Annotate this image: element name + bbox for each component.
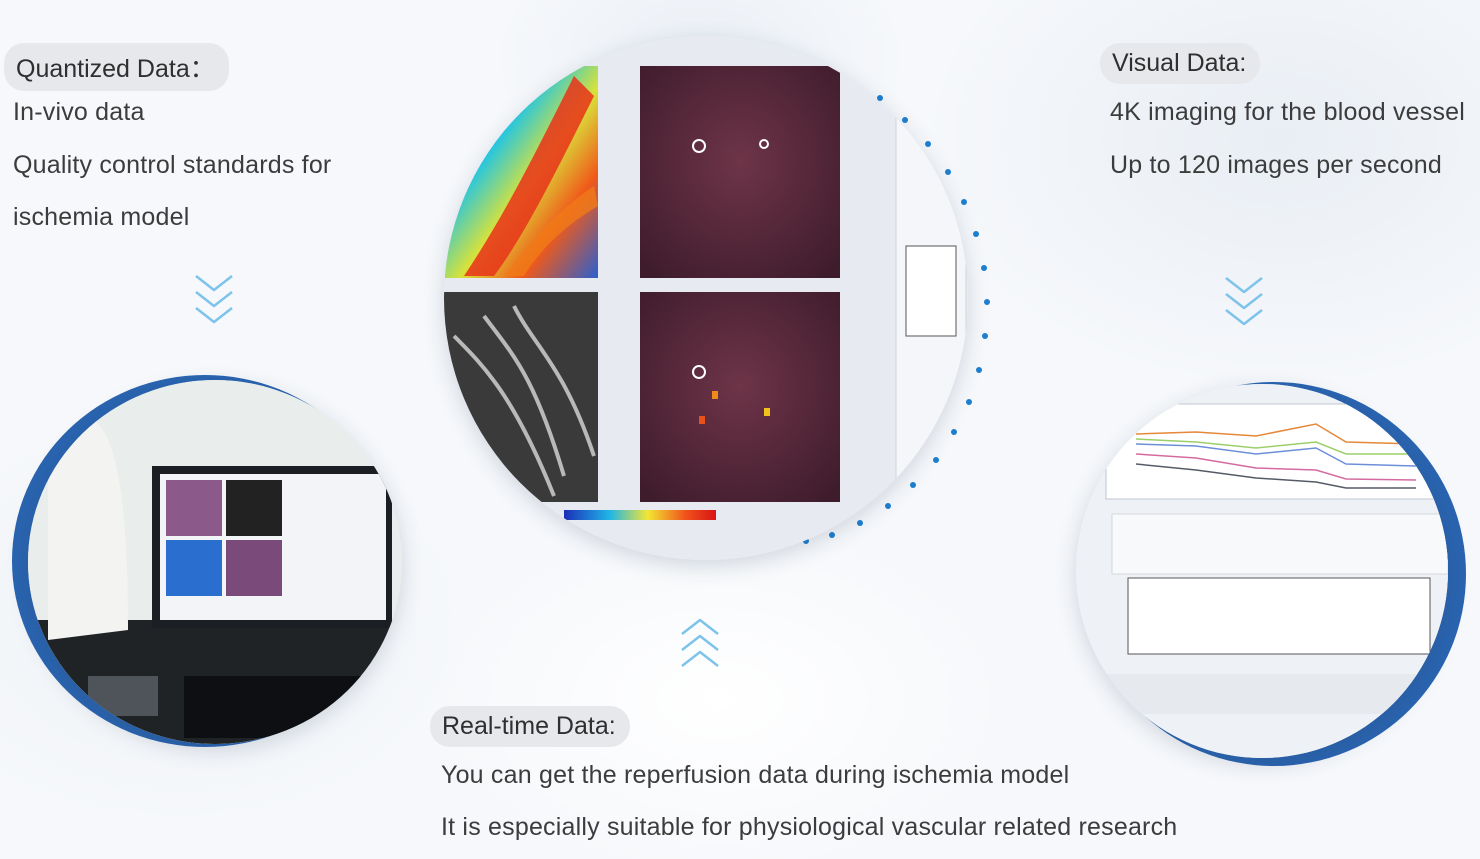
realtime-line-1: You can get the reperfusion data during …: [441, 761, 1070, 789]
triple-chevron-down-icon: [195, 275, 233, 324]
workstation-photo: [28, 380, 402, 744]
dotted-arc-decoration: [803, 95, 990, 544]
workstation-photo-image: [28, 380, 402, 744]
visual-line-1: 4K imaging for the blood vessel: [1110, 98, 1466, 126]
data-chart-photo: [1076, 384, 1448, 758]
realtime-data-title: Real-time Data:: [430, 706, 630, 747]
visual-data-title: Visual Data:: [1100, 43, 1261, 84]
quantized-line-3: ischemia model: [13, 203, 190, 231]
software-screenshot-image: [444, 36, 968, 560]
quantized-line-2: Quality control standards for: [13, 151, 332, 179]
center-imaging-circle: [444, 36, 968, 560]
data-chart-image: [1076, 384, 1448, 758]
quantized-data-title: Quantized Data：: [4, 43, 229, 91]
visual-line-2: Up to 120 images per second: [1110, 151, 1442, 179]
quantized-line-1: In-vivo data: [13, 98, 145, 126]
triple-chevron-down-icon: [1225, 277, 1263, 326]
realtime-line-2: It is especially suitable for physiologi…: [441, 813, 1178, 841]
triple-chevron-up-icon: [681, 618, 719, 667]
